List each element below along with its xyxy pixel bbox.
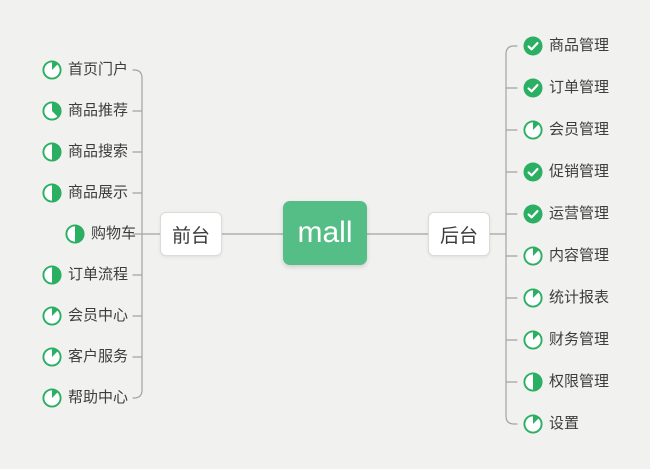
topic-label: 订单管理 <box>549 79 610 96</box>
mind-map-topic[interactable]: 购物车 <box>65 223 136 245</box>
topic-label: 购物车 <box>90 225 136 242</box>
mind-map-topic[interactable]: 首页门户 <box>42 59 128 81</box>
topic-label: 促销管理 <box>549 163 610 180</box>
mind-map-topic[interactable]: 会员管理 <box>523 119 609 141</box>
mind-map-topic[interactable]: 权限管理 <box>523 371 609 393</box>
topic-label: 内容管理 <box>549 247 610 264</box>
topic-label: 会员中心 <box>67 307 128 324</box>
topic-label: 设置 <box>549 415 580 432</box>
mind-map-topic[interactable]: 运营管理 <box>523 203 609 225</box>
mind-map-topic[interactable]: 商品推荐 <box>42 100 128 122</box>
mind-map-topic[interactable]: 会员中心 <box>42 305 128 327</box>
mind-map-topic[interactable]: 商品搜索 <box>42 141 128 163</box>
mind-map-topic[interactable]: 订单流程 <box>42 264 128 286</box>
mind-map-topic[interactable]: 内容管理 <box>523 245 609 267</box>
central-topic-mall[interactable]: mall <box>283 201 367 265</box>
topic-label: 订单流程 <box>67 266 128 283</box>
topic-label: 统计报表 <box>549 289 610 306</box>
topic-label: 商品搜索 <box>67 143 128 160</box>
mind-map-topic[interactable]: 客户服务 <box>42 346 128 368</box>
task-progress-icon <box>42 306 62 326</box>
mind-map-topic[interactable]: 设置 <box>523 413 579 435</box>
mind-map-topic[interactable]: 订单管理 <box>523 77 609 99</box>
mind-map-topic[interactable]: 促销管理 <box>523 161 609 183</box>
task-progress-icon <box>42 101 62 121</box>
task-progress-icon <box>42 60 62 80</box>
topic-label: 商品展示 <box>67 184 128 201</box>
mind-map-topic[interactable]: 财务管理 <box>523 329 609 351</box>
task-progress-icon <box>523 120 543 140</box>
topic-label: 商品推荐 <box>67 102 128 119</box>
task-progress-icon <box>523 246 543 266</box>
branch-node-back[interactable]: 后台 <box>428 212 490 256</box>
task-progress-icon <box>42 265 62 285</box>
topic-label: 帮助中心 <box>67 389 128 406</box>
mind-map-topic[interactable]: 商品管理 <box>523 35 609 57</box>
task-progress-icon <box>65 224 85 244</box>
task-progress-icon <box>523 414 543 434</box>
topic-label: 会员管理 <box>549 121 610 138</box>
topic-label: 首页门户 <box>67 61 128 78</box>
topic-label: 运营管理 <box>549 205 610 222</box>
topic-label: 财务管理 <box>549 331 610 348</box>
mind-map-topic[interactable]: 帮助中心 <box>42 387 128 409</box>
task-progress-icon <box>42 183 62 203</box>
task-progress-icon <box>523 288 543 308</box>
topic-label: 客户服务 <box>67 348 128 365</box>
task-progress-icon <box>42 388 62 408</box>
task-done-icon <box>523 204 543 224</box>
task-progress-icon <box>523 372 543 392</box>
topic-label: 权限管理 <box>549 373 610 390</box>
task-done-icon <box>523 162 543 182</box>
mind-map-topic[interactable]: 商品展示 <box>42 182 128 204</box>
mind-map-topic[interactable]: 统计报表 <box>523 287 609 309</box>
task-done-icon <box>523 78 543 98</box>
topic-label: 商品管理 <box>549 37 610 54</box>
task-progress-icon <box>42 347 62 367</box>
branch-node-front[interactable]: 前台 <box>160 212 222 256</box>
task-done-icon <box>523 36 543 56</box>
task-progress-icon <box>42 142 62 162</box>
task-progress-icon <box>523 330 543 350</box>
